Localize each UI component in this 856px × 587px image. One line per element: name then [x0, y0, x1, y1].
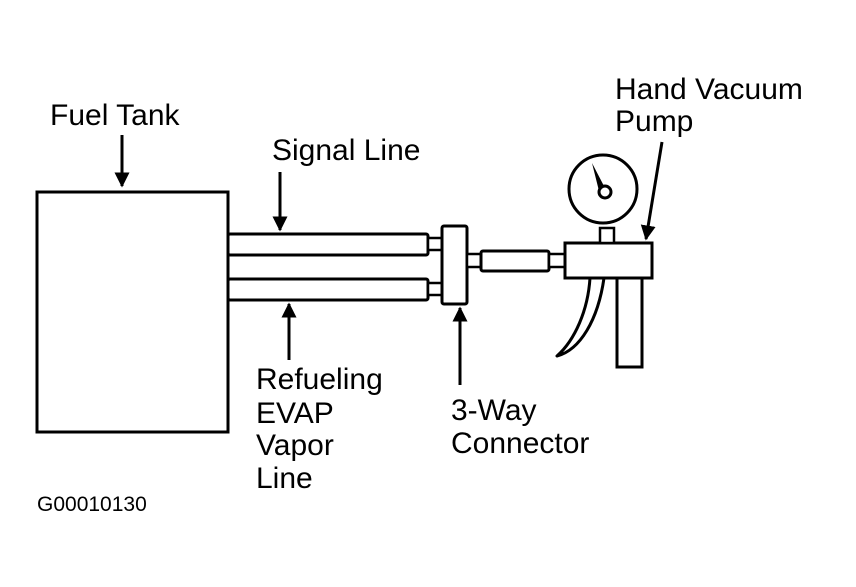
label-hand-vacuum-pump-line1: Hand Vacuum — [615, 73, 803, 106]
three-way-connector — [440, 224, 469, 306]
label-signal-line: Signal Line — [272, 134, 420, 167]
pump-arrow — [640, 141, 664, 241]
pump-body — [563, 241, 654, 280]
gauge-stem — [598, 226, 616, 245]
gauge-pivot — [597, 184, 613, 200]
pump-handle — [615, 276, 644, 369]
refueling-vapor-line-hose — [226, 277, 430, 302]
pump-hose — [479, 249, 551, 273]
figure-code: G00010130 — [37, 493, 147, 516]
label-hand-vacuum-pump-line2: Pump — [615, 105, 693, 138]
label-connector-line1: 3-Way — [451, 394, 537, 427]
connector-outlet-nipple — [465, 252, 483, 269]
signal-line-nipple — [426, 236, 444, 252]
gauge-needle — [592, 163, 605, 191]
label-refueling-line4: Line — [256, 462, 313, 495]
label-fuel-tank: Fuel Tank — [50, 99, 181, 132]
pump-inlet-nipple — [547, 252, 567, 269]
label-refueling-line2: EVAP — [256, 397, 334, 430]
label-refueling-line1: Refueling — [256, 363, 383, 396]
refueling-line-nipple — [426, 281, 444, 297]
signal-line-hose — [226, 232, 430, 257]
label-connector-line2: Connector — [451, 427, 589, 460]
label-refueling-line3: Vapor — [256, 429, 334, 462]
fuel-tank — [35, 190, 230, 434]
pump-trigger — [555, 276, 606, 358]
